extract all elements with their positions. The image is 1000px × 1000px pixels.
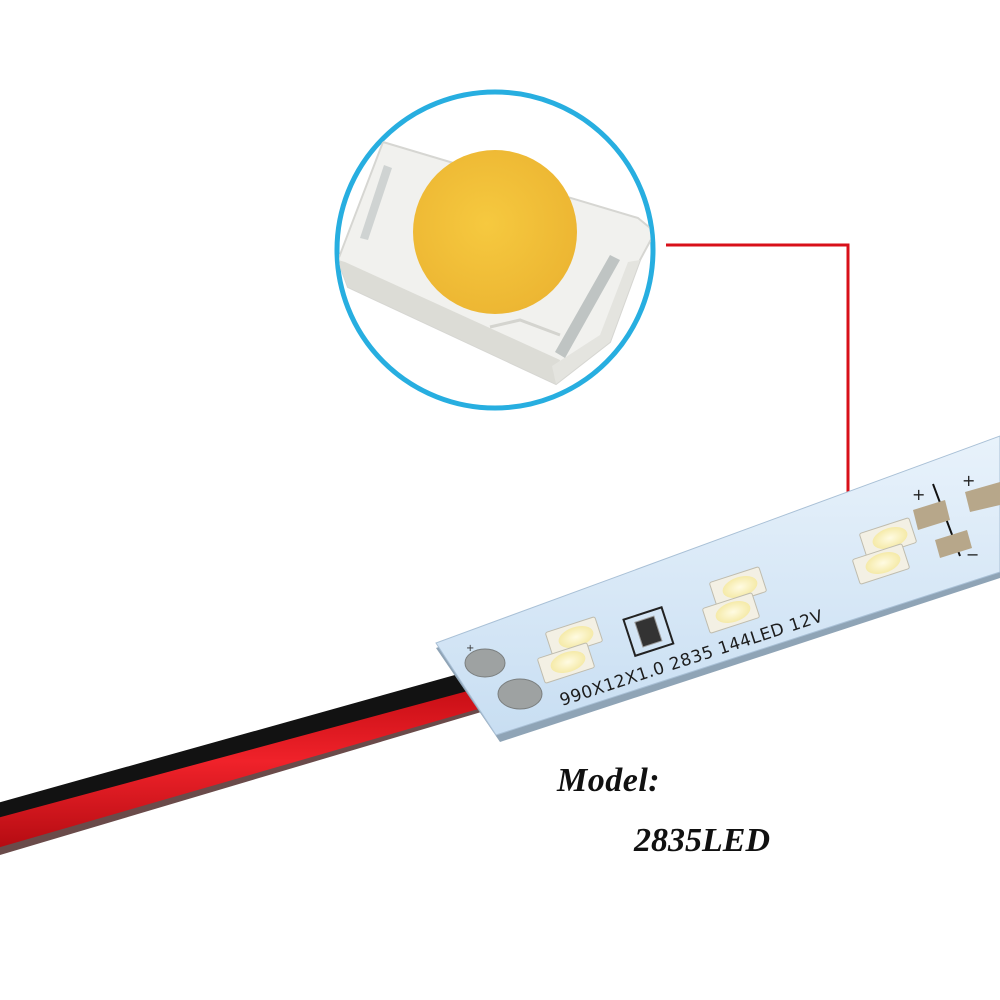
model-label: Model: bbox=[557, 762, 661, 799]
power-wire bbox=[0, 668, 500, 856]
zoom-callout bbox=[334, 89, 656, 411]
phosphor-dot bbox=[413, 150, 577, 314]
smd-led-pair bbox=[537, 616, 603, 684]
polarity-plus-label: + bbox=[912, 485, 925, 504]
led-chip-closeup bbox=[339, 140, 651, 386]
resistor bbox=[622, 606, 675, 658]
polarity-minus-label: − bbox=[966, 545, 979, 564]
model-value: 2835LED bbox=[634, 822, 770, 859]
smd-led-pair bbox=[852, 517, 917, 585]
polarity-plus-label: + bbox=[962, 471, 975, 490]
callout-leader-line bbox=[666, 243, 850, 520]
led-strip: + + − + 990X12X bbox=[435, 435, 1000, 742]
smd-led-pair bbox=[702, 566, 767, 634]
svg-text:+: + bbox=[466, 643, 474, 654]
